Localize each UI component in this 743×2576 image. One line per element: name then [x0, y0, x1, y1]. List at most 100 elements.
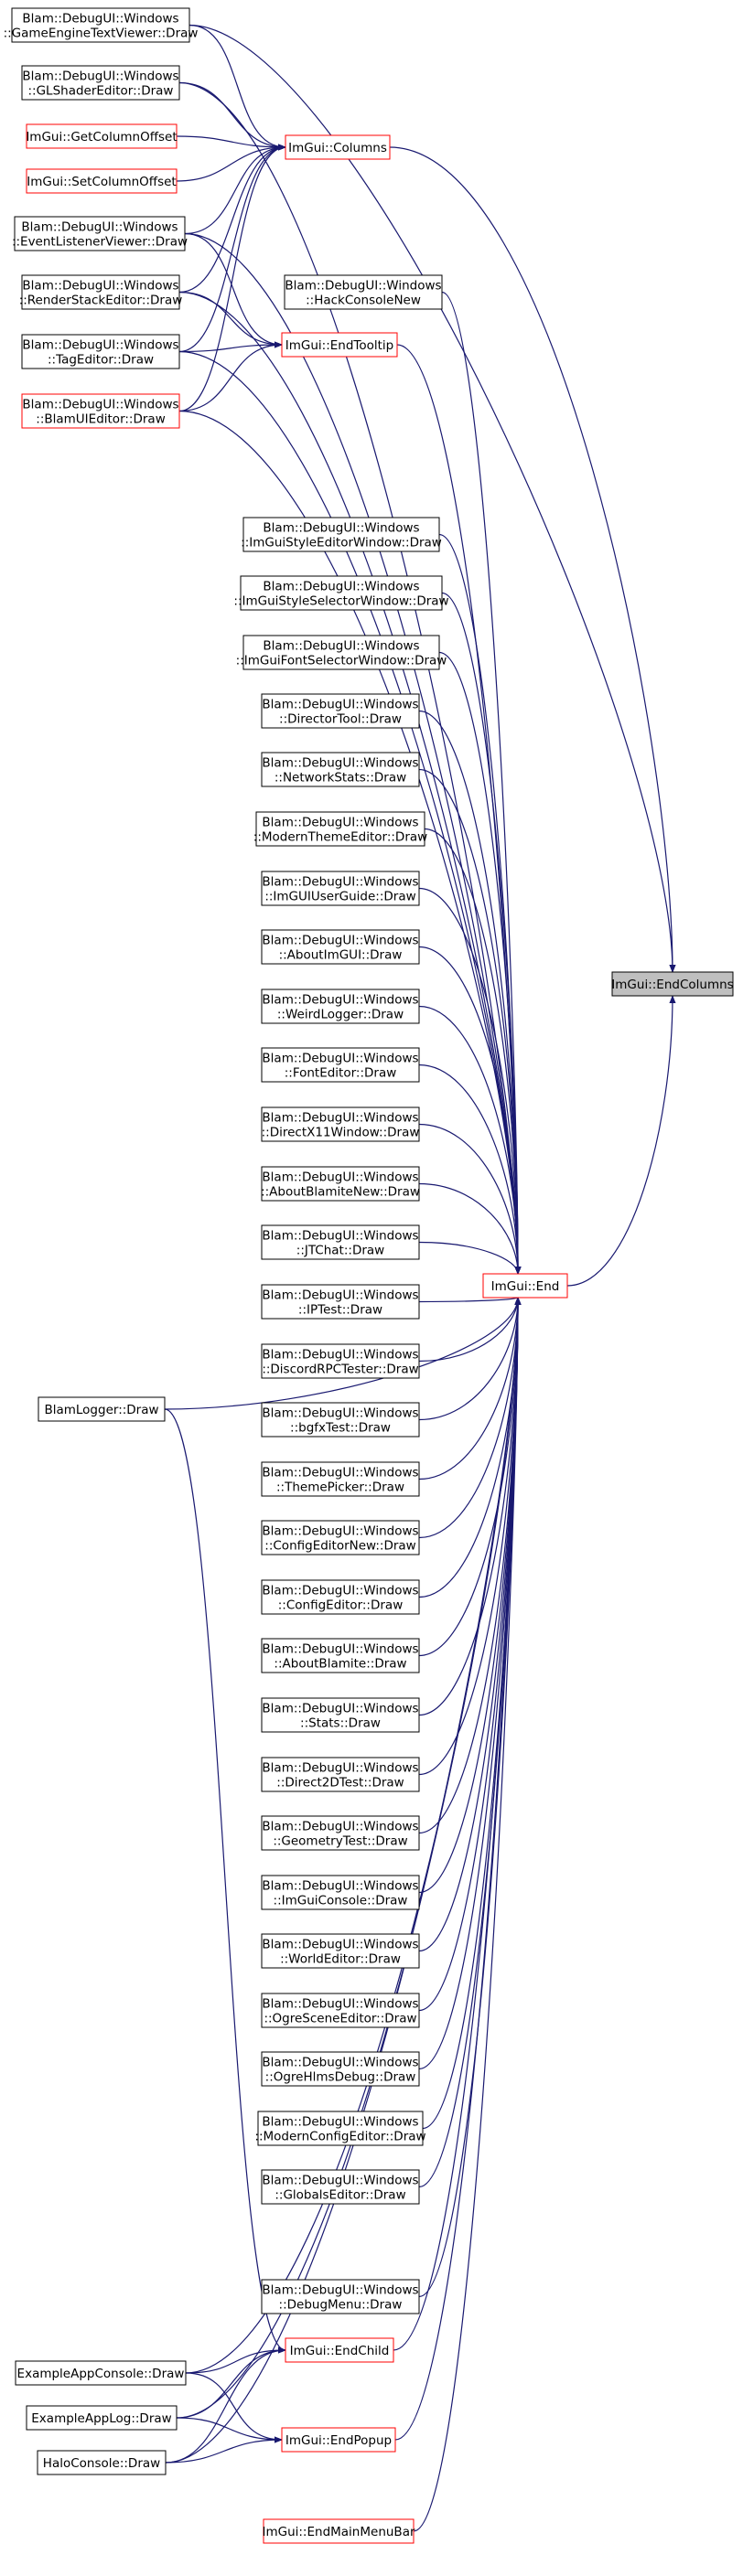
node-directx11window-draw[interactable]: Blam::DebugUI::Windows::DirectX11Window:… — [261, 1106, 420, 1142]
node-imgui-setcolumnoffset-label-1: ImGui::SetColumnOffset — [27, 175, 176, 189]
edge-aboutblamite-to-end — [418, 1297, 522, 1657]
edge-endpopup-to-end — [394, 1297, 522, 2441]
node-modernthemeeditor-draw[interactable]: Blam::DebugUI::Windows::ModernThemeEdito… — [253, 811, 427, 847]
node-imguiconsole-draw-box — [261, 1875, 420, 1910]
node-discordrpctester-draw[interactable]: Blam::DebugUI::Windows::DiscordRPCTester… — [261, 1343, 420, 1379]
node-imguiconsole-draw-label-1: Blam::DebugUI::Windows — [262, 1879, 418, 1894]
edge-setcoloffset-to-columns — [176, 144, 286, 182]
node-imgui-setcolumnoffset[interactable]: ImGui::SetColumnOffset — [26, 168, 178, 194]
node-globalseditor-draw[interactable]: Blam::DebugUI::Windows::GlobalsEditor::D… — [261, 2169, 420, 2205]
node-imguistyleselectorwindow-draw[interactable]: Blam::DebugUI::Windows::ImGuiStyleSelect… — [233, 575, 449, 611]
node-jtchat-draw[interactable]: Blam::DebugUI::Windows::JTChat::Draw — [261, 1224, 420, 1260]
node-blamlogger-draw[interactable]: BlamLogger::Draw — [38, 1396, 166, 1422]
edge-glshader-to-end — [178, 81, 522, 1275]
node-configeditornew-draw[interactable]: Blam::DebugUI::Windows::ConfigEditorNew:… — [261, 1520, 420, 1555]
edge-examplelog-to-endchild — [176, 2346, 286, 2419]
node-imguifontselectorwindow-draw[interactable]: Blam::DebugUI::Windows::ImGuiFontSelecto… — [236, 635, 447, 670]
node-exampleappconsole-draw[interactable]: ExampleAppConsole::Draw — [15, 2360, 187, 2386]
node-aboutimgui-draw-label-2: ::AboutImGUI::Draw — [279, 948, 403, 963]
node-imguistyleeditorwindow-draw[interactable]: Blam::DebugUI::Windows::ImGuiStyleEditor… — [241, 517, 442, 552]
node-imgui-endpopup[interactable]: ImGui::EndPopup — [281, 2427, 396, 2453]
node-hackconsolenew[interactable]: Blam::DebugUI::Windows::HackConsoleNew — [284, 274, 443, 310]
node-direct2dtest-draw[interactable]: Blam::DebugUI::Windows::Direct2DTest::Dr… — [261, 1757, 420, 1792]
node-aboutblamite-draw[interactable]: Blam::DebugUI::Windows::AboutBlamite::Dr… — [261, 1638, 420, 1673]
node-glshadereditor-draw-box — [21, 65, 180, 101]
node-configeditor-draw-label-2: ::ConfigEditor::Draw — [278, 1598, 403, 1613]
node-imgui-endmainmenubar[interactable]: ImGui::EndMainMenuBar — [262, 2518, 415, 2544]
node-geometrytest-draw[interactable]: Blam::DebugUI::Windows::GeometryTest::Dr… — [261, 1815, 420, 1851]
edge-themepicker-to-end — [418, 1297, 522, 1480]
node-bgfxtest-draw[interactable]: Blam::DebugUI::Windows::bgfxTest::Draw — [261, 1402, 420, 1438]
node-direct2dtest-draw-label-2: ::Direct2DTest::Draw — [276, 1776, 404, 1790]
node-imgui-endcolumns[interactable]: ImGui::EndColumns — [611, 971, 734, 997]
node-configeditornew-draw-box — [261, 1520, 420, 1555]
edge-blamui-to-endtooltip — [178, 341, 283, 412]
node-hackconsolenew-label-2: ::HackConsoleNew — [306, 294, 421, 308]
node-jtchat-draw-label-2: ::JTChat::Draw — [296, 1244, 384, 1258]
edge-getcoloffset-to-columns — [176, 135, 286, 151]
node-ogrehlmsdebug-draw[interactable]: Blam::DebugUI::Windows::OgreHlmsDebug::D… — [261, 2051, 420, 2087]
node-renderstackeditor-draw-label-2: ::RenderStackEditor::Draw — [19, 294, 183, 308]
node-weirdlogger-draw-label-1: Blam::DebugUI::Windows — [262, 993, 418, 1008]
node-aboutimgui-draw[interactable]: Blam::DebugUI::Windows::AboutImGUI::Draw — [261, 929, 420, 965]
node-worldeditor-draw[interactable]: Blam::DebugUI::Windows::WorldEditor::Dra… — [261, 1933, 420, 1969]
node-networkstats-draw[interactable]: Blam::DebugUI::Windows::NetworkStats::Dr… — [261, 752, 420, 787]
node-aboutblamite-draw-label-1: Blam::DebugUI::Windows — [262, 1642, 418, 1657]
node-themepicker-draw[interactable]: Blam::DebugUI::Windows::ThemePicker::Dra… — [261, 1461, 420, 1497]
node-modernthemeeditor-draw-label-2: ::ModernThemeEditor::Draw — [253, 830, 427, 845]
node-tageditor-draw[interactable]: Blam::DebugUI::Windows::TagEditor::Draw — [21, 334, 180, 369]
node-glshadereditor-draw[interactable]: Blam::DebugUI::Windows::GLShaderEditor::… — [21, 65, 180, 101]
node-imguifontselectorwindow-draw-label-1: Blam::DebugUI::Windows — [263, 639, 419, 654]
node-exampleapplog-draw[interactable]: ExampleAppLog::Draw — [26, 2405, 178, 2431]
node-iptest-draw[interactable]: Blam::DebugUI::Windows::IPTest::Draw — [261, 1284, 420, 1320]
node-fonteditor-draw[interactable]: Blam::DebugUI::Windows::FontEditor::Draw — [261, 1047, 420, 1083]
node-debugmenu-draw[interactable]: Blam::DebugUI::Windows::DebugMenu::Draw — [261, 2279, 420, 2314]
node-haloconsole-draw-box — [37, 2450, 167, 2475]
node-stats-draw[interactable]: Blam::DebugUI::Windows::Stats::Draw — [261, 1697, 420, 1733]
node-debugmenu-draw-label-1: Blam::DebugUI::Windows — [262, 2283, 418, 2298]
node-configeditor-draw[interactable]: Blam::DebugUI::Windows::ConfigEditor::Dr… — [261, 1579, 420, 1615]
edge-renderstack-to-columns — [178, 144, 286, 294]
node-modernconfigeditor-draw-box — [257, 2111, 424, 2146]
node-renderstackeditor-draw[interactable]: Blam::DebugUI::Windows::RenderStackEdito… — [19, 274, 183, 310]
node-aboutblamitenew-draw[interactable]: Blam::DebugUI::Windows::AboutBlamiteNew:… — [261, 1166, 420, 1202]
node-imgui-end[interactable]: ImGui::End — [482, 1273, 568, 1299]
node-weirdlogger-draw[interactable]: Blam::DebugUI::Windows::WeirdLogger::Dra… — [261, 989, 420, 1024]
node-imgui-endchild[interactable]: ImGui::EndChild — [285, 2337, 394, 2363]
node-themepicker-draw-label-1: Blam::DebugUI::Windows — [262, 1466, 418, 1480]
node-blamuieditor-draw-box — [21, 393, 180, 429]
node-ogresceneeditor-draw-label-2: ::OgreSceneEditor::Draw — [264, 2012, 416, 2026]
node-glshadereditor-draw-label-2: ::GLShaderEditor::Draw — [28, 84, 174, 99]
edges-layer — [164, 24, 676, 2532]
node-networkstats-draw-label-2: ::NetworkStats::Draw — [275, 771, 406, 786]
node-exampleapplog-draw-label-1: ExampleAppLog::Draw — [31, 2411, 171, 2426]
edge-eventlistener-to-endtooltip — [184, 232, 283, 348]
node-imgui-endchild-label-1: ImGui::EndChild — [290, 2344, 390, 2358]
node-configeditor-draw-box — [261, 1579, 420, 1615]
node-imguiuserguide-draw[interactable]: Blam::DebugUI::Windows::ImGUIUserGuide::… — [261, 871, 420, 906]
edge-glshader-to-columns — [178, 81, 286, 151]
node-aboutblamitenew-draw-label-1: Blam::DebugUI::Windows — [262, 1170, 418, 1185]
node-ogresceneeditor-draw[interactable]: Blam::DebugUI::Windows::OgreSceneEditor:… — [261, 1993, 420, 2028]
node-imguiconsole-draw[interactable]: Blam::DebugUI::Windows::ImGuiConsole::Dr… — [261, 1875, 420, 1910]
edge-fontselector-to-end — [438, 651, 522, 1275]
node-direct2dtest-draw-label-1: Blam::DebugUI::Windows — [262, 1761, 418, 1776]
node-globalseditor-draw-label-1: Blam::DebugUI::Windows — [262, 2174, 418, 2188]
node-hackconsolenew-label-1: Blam::DebugUI::Windows — [285, 279, 441, 294]
node-gameenginetextviewer-draw[interactable]: Blam::DebugUI::Windows::GameEngineTextVi… — [4, 7, 199, 43]
node-imgui-columns[interactable]: ImGui::Columns — [285, 134, 391, 160]
node-imgui-getcolumnoffset[interactable]: ImGui::GetColumnOffset — [26, 123, 178, 149]
node-hackconsolenew-box — [284, 274, 443, 310]
node-modernconfigeditor-draw[interactable]: Blam::DebugUI::Windows::ModernConfigEdit… — [254, 2111, 426, 2146]
node-eventlistenerviewer-draw-label-2: ::EventListenerViewer::Draw — [12, 235, 188, 250]
node-imgui-endtooltip[interactable]: ImGui::EndTooltip — [281, 332, 398, 358]
node-imgui-endpopup-box — [281, 2427, 396, 2453]
node-stats-draw-label-2: ::Stats::Draw — [300, 1716, 381, 1731]
node-eventlistenerviewer-draw[interactable]: Blam::DebugUI::Windows::EventListenerVie… — [12, 216, 188, 251]
node-directortool-draw[interactable]: Blam::DebugUI::Windows::DirectorTool::Dr… — [261, 693, 420, 729]
node-glshadereditor-draw-label-1: Blam::DebugUI::Windows — [22, 69, 178, 84]
node-haloconsole-draw[interactable]: HaloConsole::Draw — [37, 2450, 167, 2475]
edge-exampleconsole-to-endchild — [185, 2346, 286, 2374]
node-blamuieditor-draw[interactable]: Blam::DebugUI::Windows::BlamUIEditor::Dr… — [21, 393, 180, 429]
